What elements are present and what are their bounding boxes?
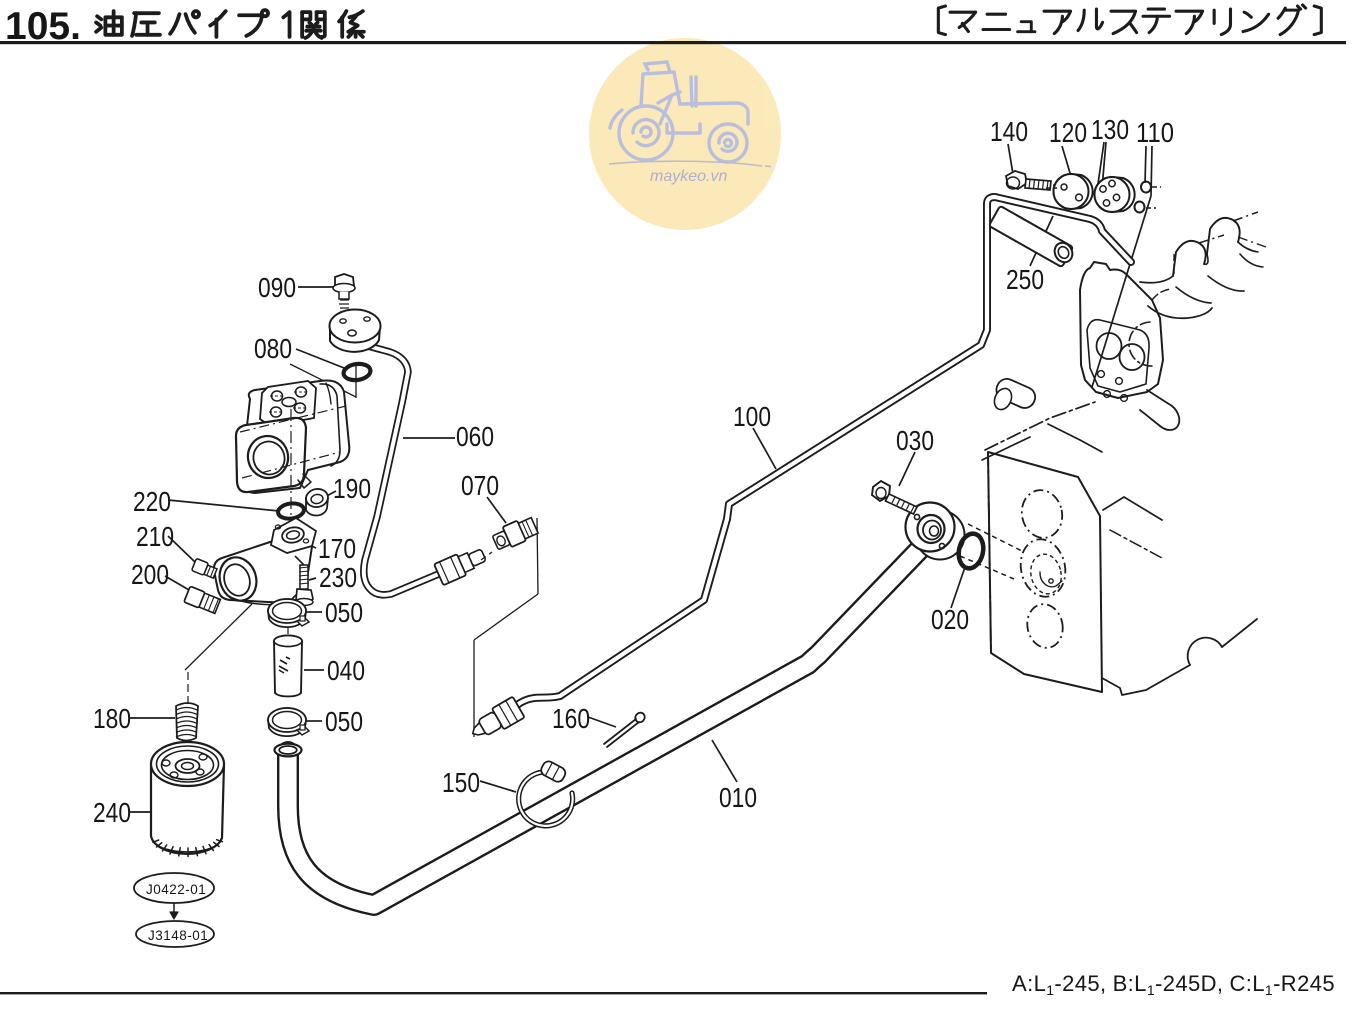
svg-text:230: 230 [319, 562, 357, 593]
svg-text:050: 050 [325, 706, 363, 737]
svg-text:A:L1-245,B:L1-245D,C:L1-R245: A:L1-245,B:L1-245D,C:L1-R245 [1012, 971, 1335, 998]
svg-text:080: 080 [254, 333, 292, 364]
svg-text:240: 240 [93, 797, 131, 828]
svg-text:160: 160 [552, 703, 590, 734]
svg-text:020: 020 [931, 604, 969, 635]
svg-text:130: 130 [1091, 114, 1129, 145]
svg-text:250: 250 [1006, 264, 1044, 295]
svg-text:090: 090 [258, 272, 296, 303]
svg-text:220: 220 [133, 486, 171, 517]
svg-text:170: 170 [318, 533, 356, 564]
svg-text:200: 200 [131, 559, 169, 590]
svg-text:J0422-01: J0422-01 [146, 882, 206, 897]
svg-text:110: 110 [1136, 117, 1174, 148]
svg-text:100: 100 [733, 401, 771, 432]
svg-text:190: 190 [333, 473, 371, 504]
svg-text:maykeo.vn: maykeo.vn [650, 168, 727, 185]
svg-text:050: 050 [325, 597, 363, 628]
svg-text:010: 010 [719, 782, 757, 813]
svg-text:J3148-01: J3148-01 [148, 928, 208, 943]
svg-text:105.: 105. [5, 5, 81, 48]
svg-text:120: 120 [1049, 117, 1087, 148]
svg-text:180: 180 [93, 703, 131, 734]
svg-text:150: 150 [442, 767, 480, 798]
svg-text:040: 040 [327, 655, 365, 686]
svg-text:140: 140 [990, 116, 1028, 147]
svg-text:070: 070 [461, 470, 499, 501]
svg-text:030: 030 [896, 425, 934, 456]
svg-text:060: 060 [456, 421, 494, 452]
